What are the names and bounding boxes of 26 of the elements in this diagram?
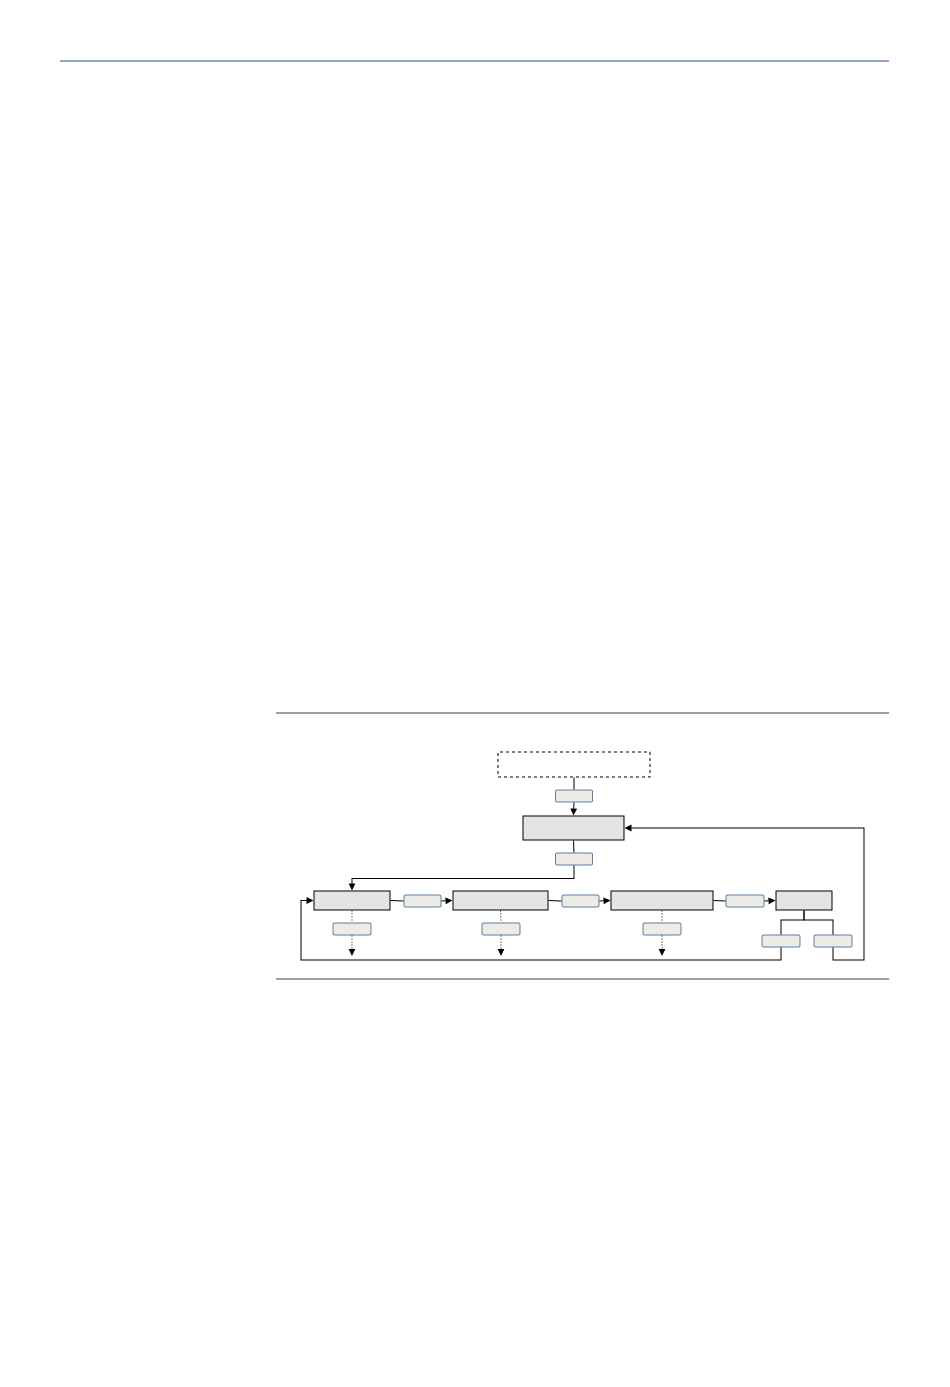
process-box [313,890,391,911]
connector-arrow [441,897,452,904]
dashed-box [497,751,651,778]
process-box [452,890,549,911]
process-box [610,890,714,911]
connector-arrow [348,935,356,956]
label-box [813,934,853,948]
connector-arrow [599,897,610,904]
connector-arrow [625,824,865,961]
label-box [725,894,765,908]
label-box [403,894,442,908]
label-box [481,922,521,936]
connector-arrow [570,802,577,815]
connector-arrow [658,935,666,956]
connector-arrow [497,935,505,956]
process-box [775,890,833,911]
label-box [555,852,593,866]
label-box [561,894,600,908]
label-box [555,789,593,803]
label-box [332,922,372,936]
label-box [761,934,801,948]
connector-arrow [764,897,775,904]
connector-arrow [348,865,575,890]
process-box [522,815,625,841]
label-box [642,922,682,936]
connector-arrow [300,897,782,961]
